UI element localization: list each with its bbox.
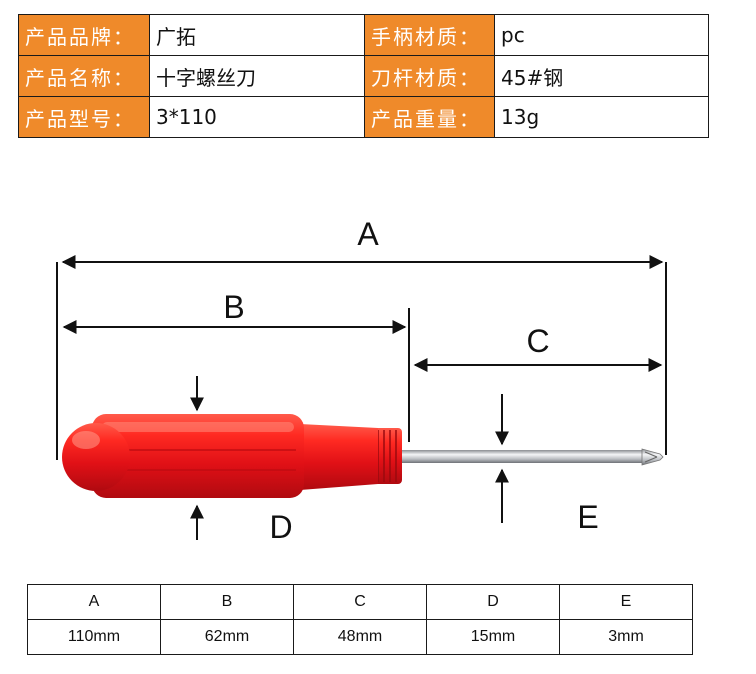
dimension-value: 110mm xyxy=(27,619,161,655)
spec-label: 产品型号： xyxy=(18,96,150,138)
dimension-value: 3mm xyxy=(559,619,693,655)
dimension-header: D xyxy=(426,584,560,620)
dimension-label-b: B xyxy=(223,289,244,325)
spec-row: 产品名称： 十字螺丝刀 刀杆材质： 45#钢 xyxy=(18,55,709,97)
dimension-header: A xyxy=(27,584,161,620)
dimension-value: 15mm xyxy=(426,619,560,655)
dimension-label-e: E xyxy=(577,499,598,535)
spec-value: 3*110 xyxy=(149,96,365,138)
dimension-label-c: C xyxy=(526,323,549,359)
spec-row: 产品品牌： 广拓 手柄材质： pc xyxy=(18,14,709,56)
spec-table: 产品品牌： 广拓 手柄材质： pc 产品名称： 十字螺丝刀 刀杆材质： 45#钢… xyxy=(18,14,709,138)
dimension-value: 62mm xyxy=(160,619,294,655)
dimension-header-row: A B C D E xyxy=(27,584,693,620)
spec-row: 产品型号： 3*110 产品重量： 13g xyxy=(18,96,709,138)
dimension-label-d: D xyxy=(269,509,292,545)
spec-label: 产品品牌： xyxy=(18,14,150,56)
spec-value: 13g xyxy=(494,96,709,138)
spec-value: 45#钢 xyxy=(494,55,709,97)
dimension-header: B xyxy=(160,584,294,620)
spec-value: 十字螺丝刀 xyxy=(149,55,365,97)
screwdriver-shaft xyxy=(395,448,664,466)
dimension-table: A B C D E 110mm 62mm 48mm 15mm 3mm xyxy=(27,584,693,655)
dimension-header: E xyxy=(559,584,693,620)
spec-value: 广拓 xyxy=(149,14,365,56)
dimension-value: 48mm xyxy=(293,619,427,655)
spec-label: 刀杆材质： xyxy=(364,55,495,97)
spec-value: pc xyxy=(494,14,709,56)
dimension-header: C xyxy=(293,584,427,620)
spec-label: 产品名称： xyxy=(18,55,150,97)
dimension-value-row: 110mm 62mm 48mm 15mm 3mm xyxy=(27,619,693,655)
spec-label: 产品重量： xyxy=(364,96,495,138)
dimension-label-a: A xyxy=(357,216,379,252)
screwdriver-handle xyxy=(62,414,402,498)
